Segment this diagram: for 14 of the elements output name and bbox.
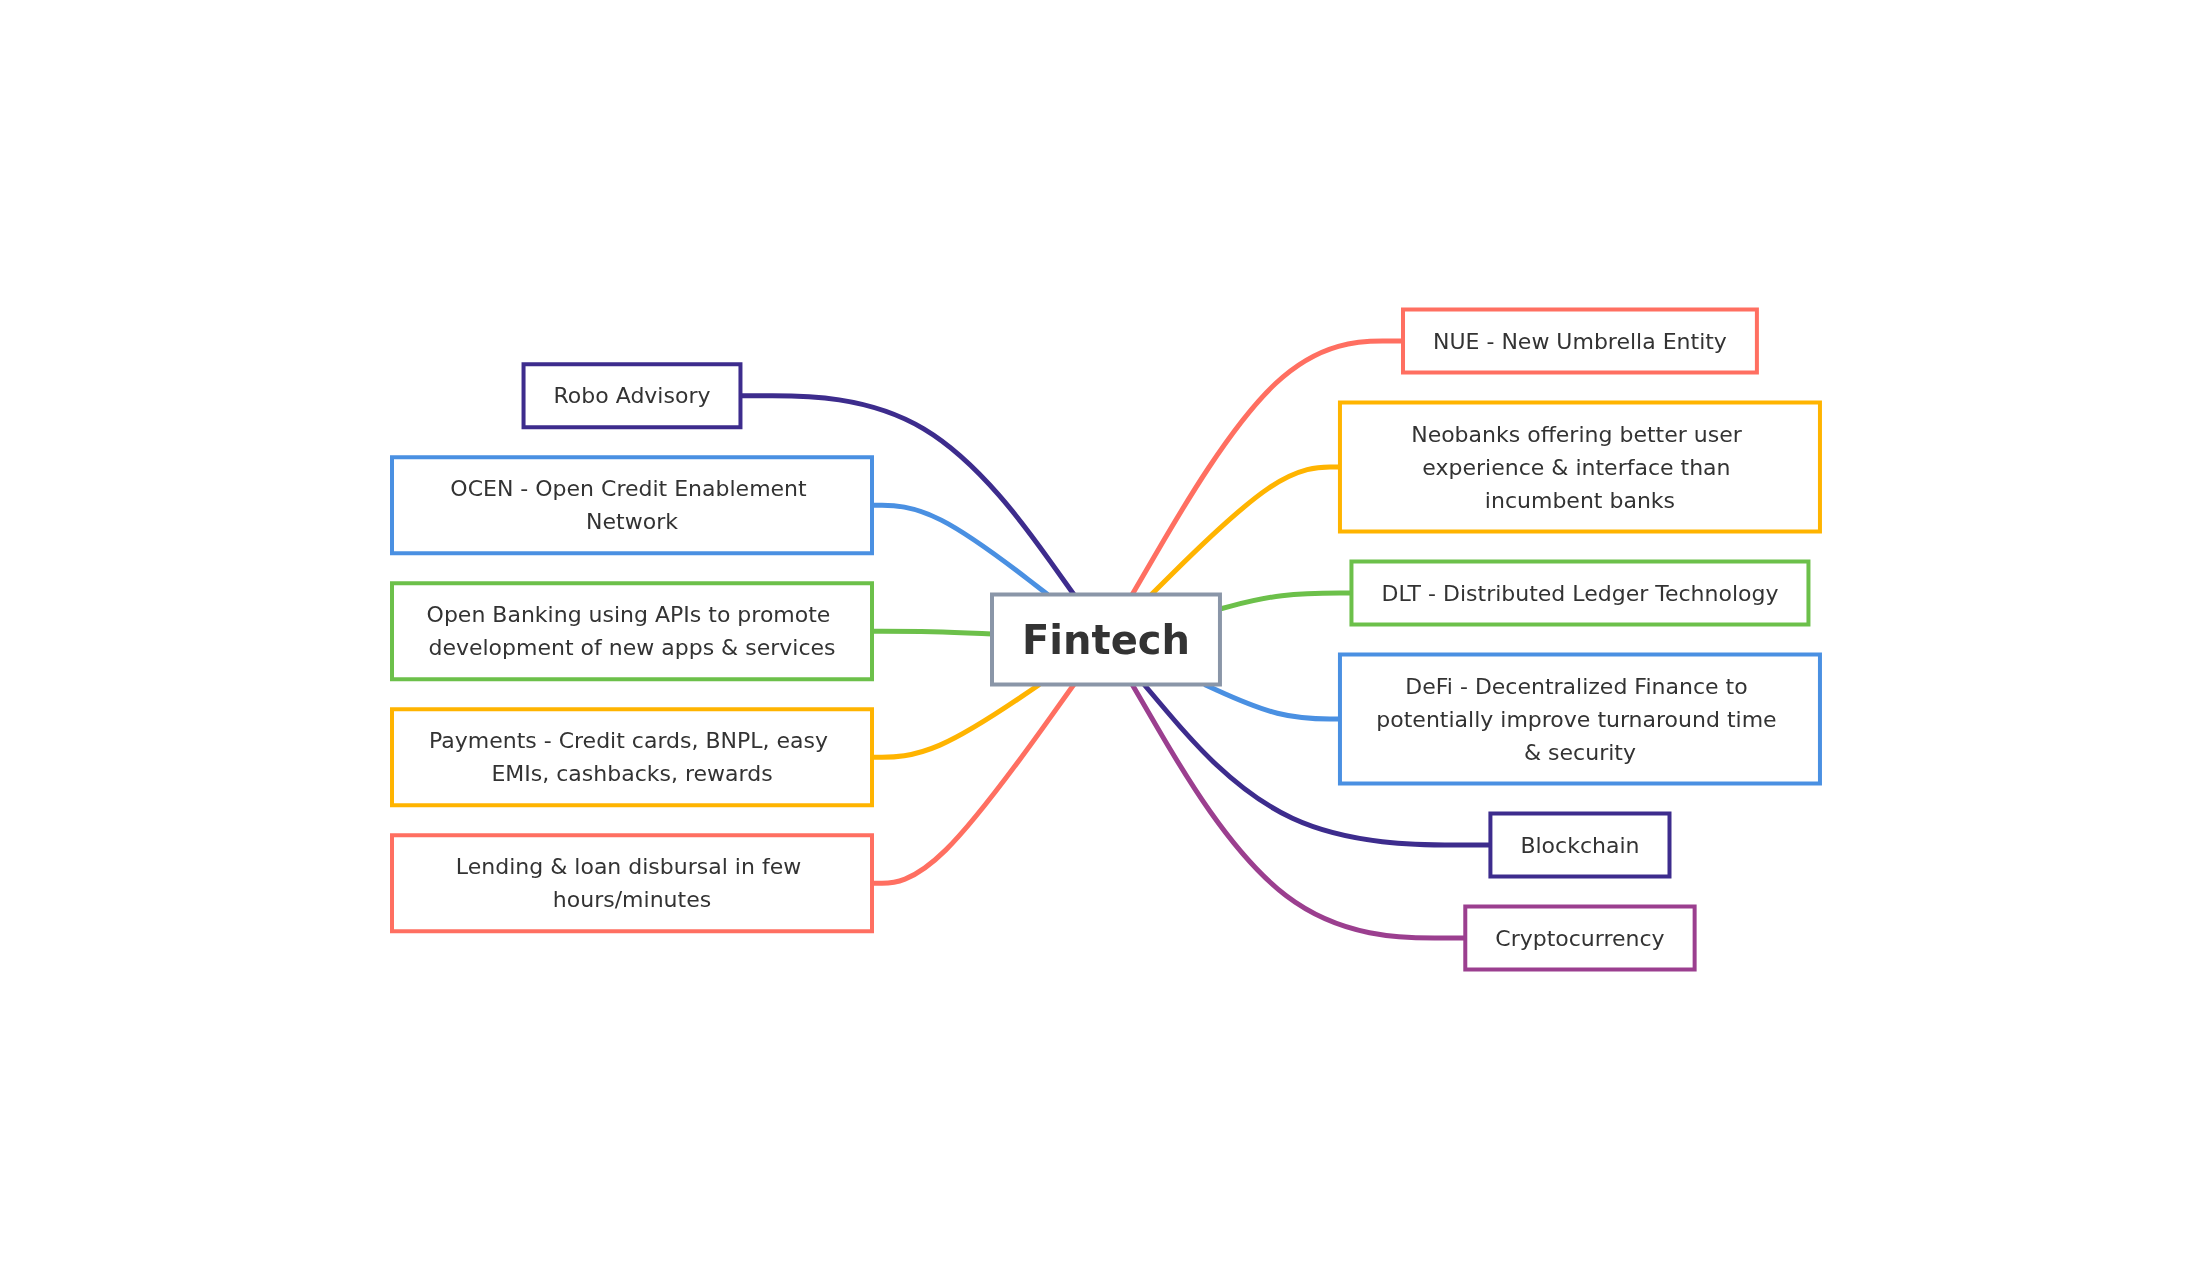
node-box: DeFi - Decentralized Finance to potentially improve turnaround time & security (1337, 652, 1822, 786)
connector (871, 628, 992, 637)
node-box: Cryptocurrency (1462, 904, 1697, 972)
node-box: DLT - Distributed Ledger Technology (1348, 559, 1810, 627)
node-box: Payments - Credit cards, BNPL, easy EMIs, cashbacks, rewards (389, 707, 874, 808)
node-box: Open Banking using APIs to promote development of new apps & services (389, 581, 874, 682)
connector (740, 393, 1076, 596)
node-box: Robo Advisory (521, 362, 742, 430)
node-box: Blockchain (1487, 811, 1671, 879)
node-box: Neobanks offering better user experience & interface than incumbent banks (1337, 400, 1822, 534)
node-box: Fintech (989, 592, 1222, 687)
node-box: NUE - New Umbrella Entity (1400, 307, 1759, 375)
node-box: OCEN - Open Credit Enablement Network (389, 455, 874, 556)
node-box: Lending & loan disbursal in few hours/minutes (389, 833, 874, 934)
